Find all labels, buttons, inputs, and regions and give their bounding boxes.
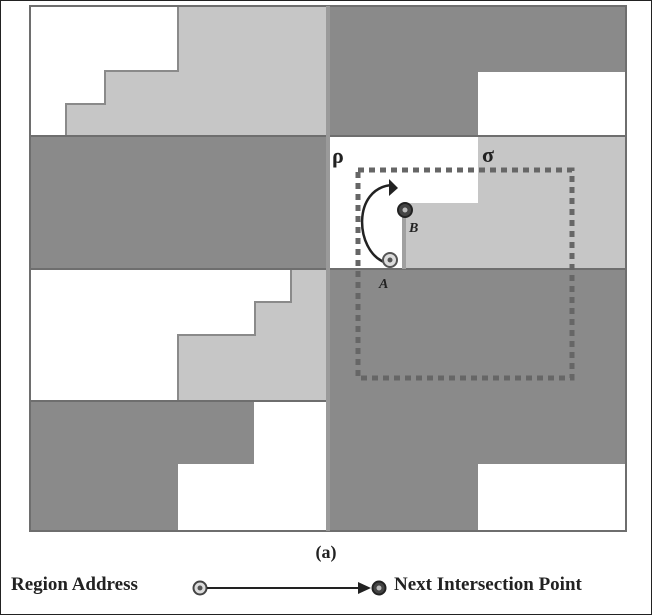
legend-region-address: Region Address xyxy=(11,574,138,595)
legend-arrow-head-icon xyxy=(358,582,371,594)
point-a-icon xyxy=(382,252,398,268)
region-dark xyxy=(328,6,626,136)
figure-caption: (a) xyxy=(315,542,337,562)
region-dark xyxy=(328,401,626,531)
next-intersection-icon xyxy=(371,580,387,596)
curved-arrow xyxy=(360,183,393,264)
legend-arrow xyxy=(192,580,387,596)
sigma-label: σ xyxy=(482,142,494,167)
point-a-label: A xyxy=(378,277,388,292)
region-dark xyxy=(328,269,626,401)
legend-next-intersection: Next Intersection Point xyxy=(394,574,582,595)
dotted-search-box xyxy=(355,167,575,381)
region-address-icon xyxy=(192,580,208,596)
region-dark xyxy=(30,136,328,269)
rho-label: ρ xyxy=(332,143,344,168)
region-diagram: ρ σ A B xyxy=(29,5,627,532)
arrow-head-icon xyxy=(389,179,398,196)
point-b-label: B xyxy=(408,221,418,236)
region-dark xyxy=(30,401,254,531)
point-b-icon xyxy=(397,202,413,218)
